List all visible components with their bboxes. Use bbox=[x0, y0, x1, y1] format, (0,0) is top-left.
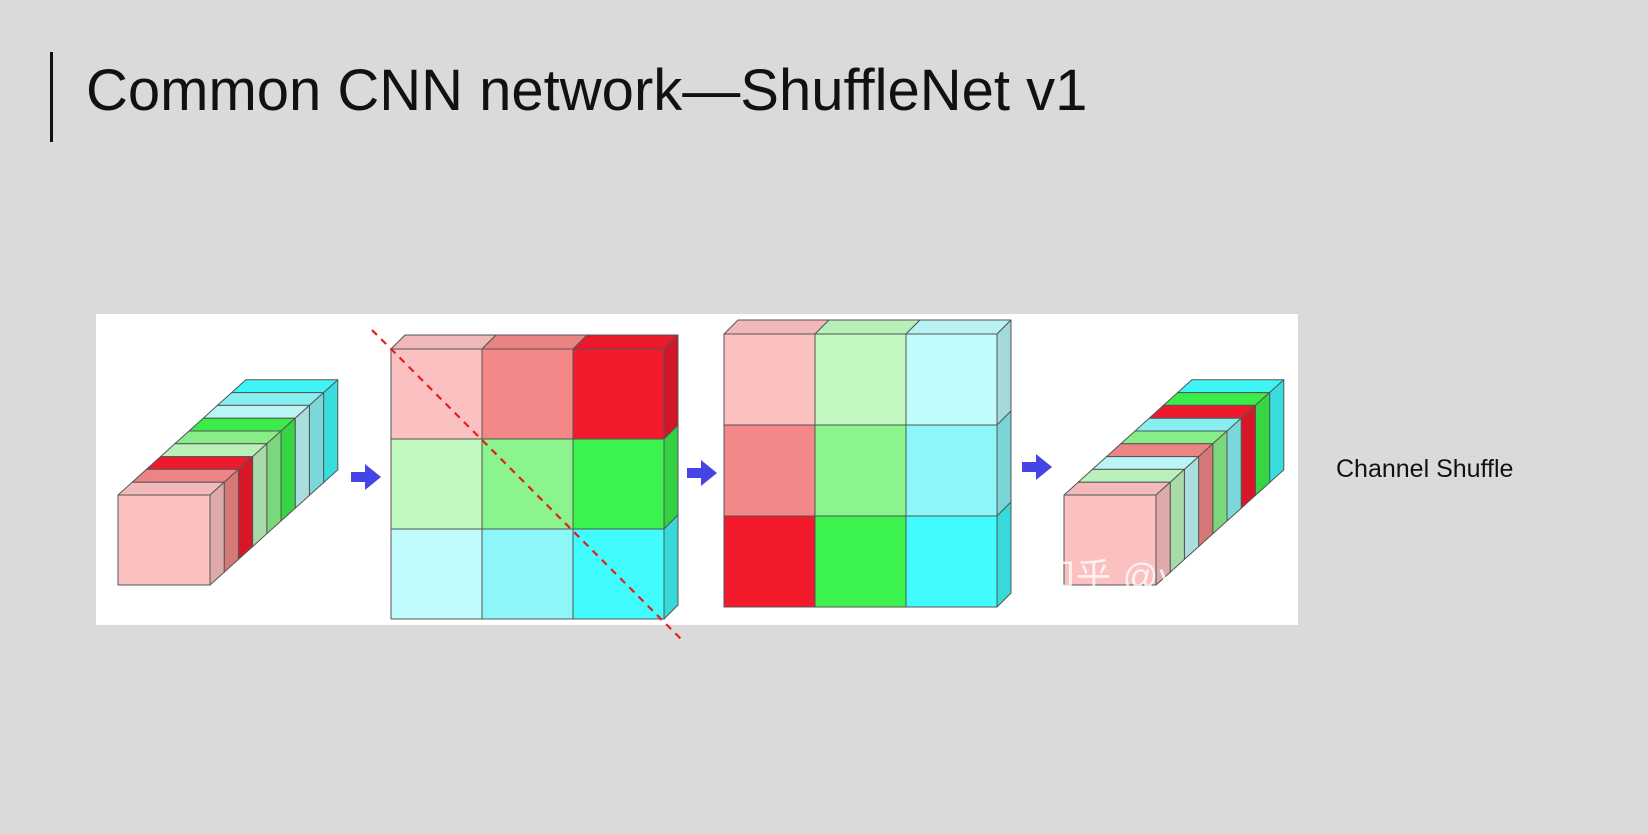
title-accent-bar bbox=[50, 52, 53, 142]
watermark: 知乎 @yan liu bbox=[1040, 557, 1268, 596]
channel-shuffle-label: Channel Shuffle bbox=[1336, 455, 1514, 483]
slide-title: Common CNN network—ShuffleNet v1 bbox=[86, 58, 1088, 123]
